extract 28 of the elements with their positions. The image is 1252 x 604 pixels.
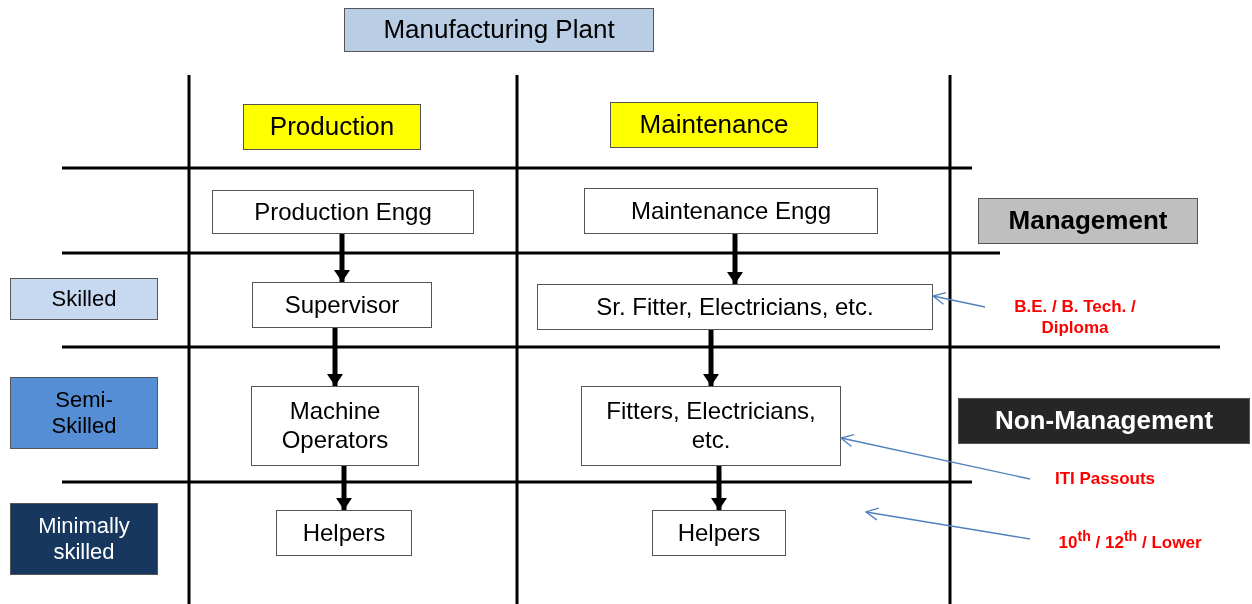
category-label: Non-Management: [958, 398, 1250, 444]
role-box: Fitters, Electricians, etc.: [581, 386, 841, 466]
skill-level-box: Semi-Skilled: [10, 377, 158, 449]
role-box: Sr. Fitter, Electricians, etc.: [537, 284, 933, 330]
plant-heading: Manufacturing Plant: [344, 8, 654, 52]
annotation-text: B.E. / B. Tech. / Diploma: [985, 296, 1165, 339]
category-label: Management: [978, 198, 1198, 244]
arrow: [711, 466, 727, 510]
arrow: [703, 330, 719, 386]
role-box: Maintenance Engg: [584, 188, 878, 234]
role-box: Production Engg: [212, 190, 474, 234]
arrow: [334, 234, 350, 282]
leader-line: [865, 507, 1031, 540]
arrow: [336, 466, 352, 510]
skill-level-box: Minimally skilled: [10, 503, 158, 575]
arrow: [327, 328, 343, 386]
leader-line: [840, 434, 1031, 480]
role-box: Machine Operators: [251, 386, 419, 466]
role-box: Helpers: [276, 510, 412, 556]
annotation-text: ITI Passouts: [1030, 468, 1180, 490]
annotation-text: 10$^{th}$ / 12$^{th}$ / Lower: [1030, 528, 1230, 553]
skill-level-box: Skilled: [10, 278, 158, 320]
role-box: Helpers: [652, 510, 786, 556]
role-box: Supervisor: [252, 282, 432, 328]
column-header: Production: [243, 104, 421, 150]
leader-line: [932, 291, 986, 308]
arrow: [727, 234, 743, 284]
column-header: Maintenance: [610, 102, 818, 148]
